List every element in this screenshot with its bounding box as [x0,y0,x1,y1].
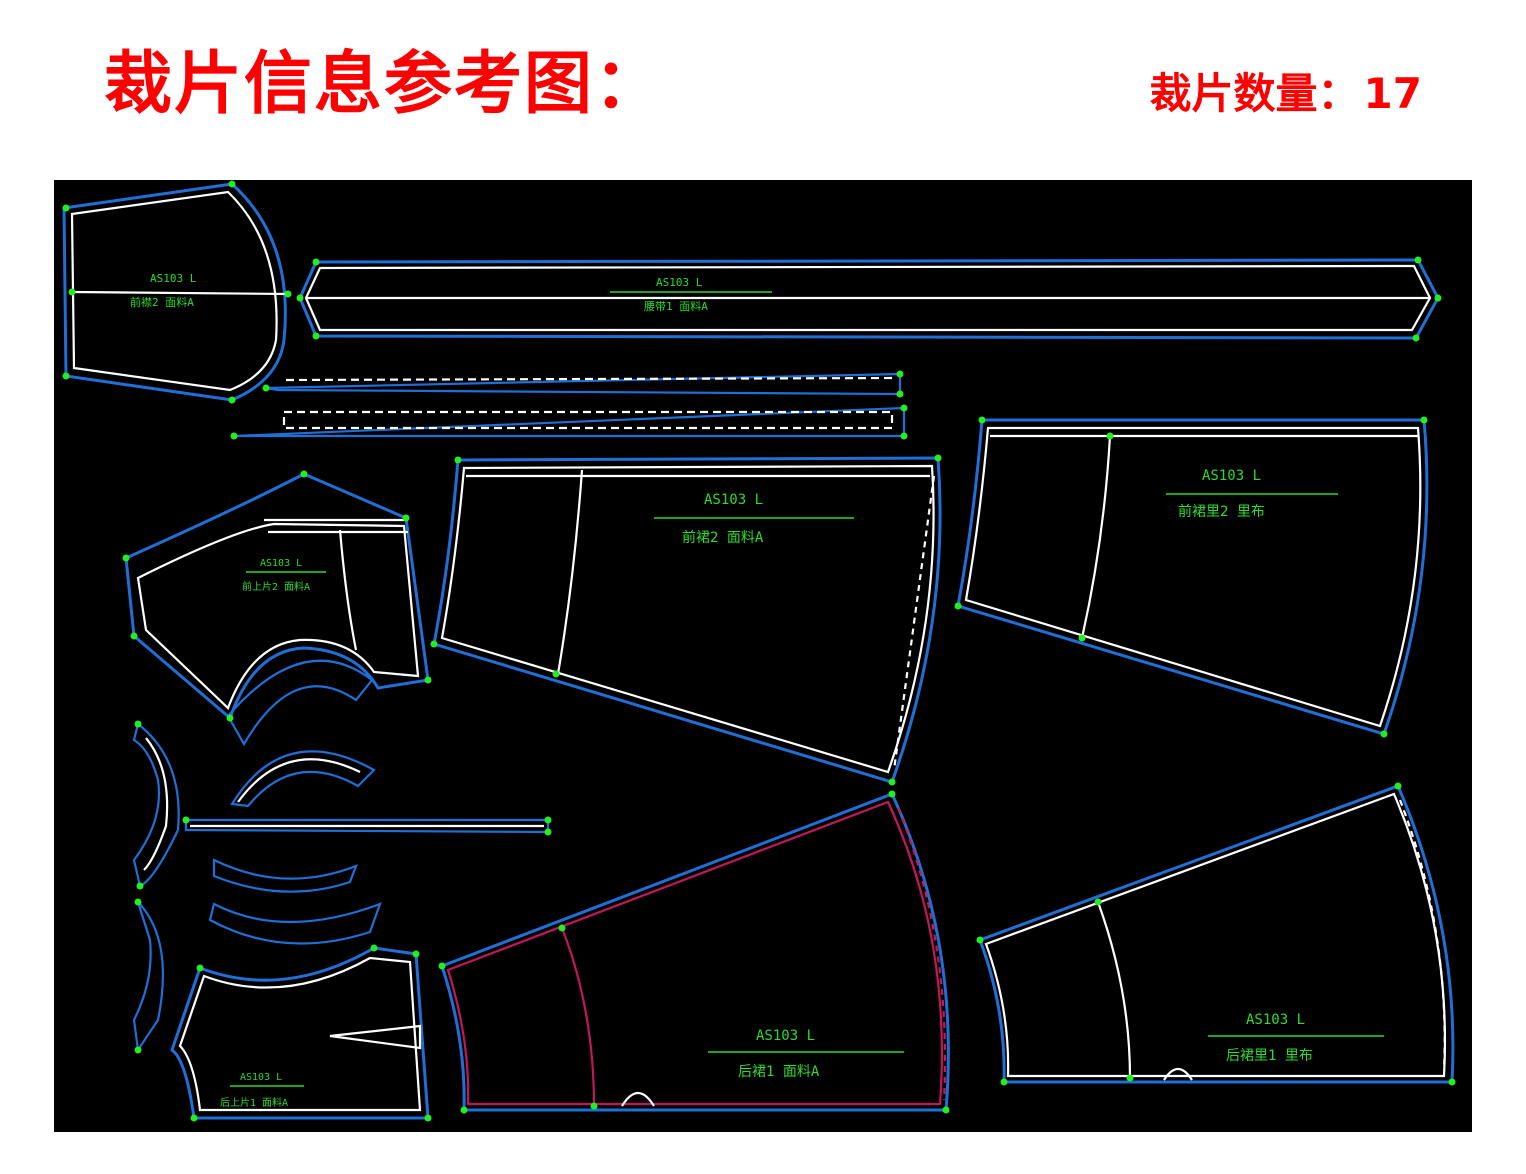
piece-front-lining [956,418,1429,736]
label-front-skirt-name: 前裙2 面料A [682,529,764,546]
label-back-skirt-name: 后裙1 面料A [738,1064,820,1080]
page-title: 裁片信息参考图： [104,45,665,124]
piece-back-upper [170,946,430,1120]
piece-arcs [132,659,550,1054]
label-front-lining-model: AS103 L [1202,468,1261,484]
pattern-drawing: AS103 L 前襟2 面料A AS103 L 腰带1 面料A AS103 L … [62,180,1456,1122]
piece-strips [233,372,906,438]
piece-front-placket [62,182,291,402]
label-front-lining-name: 前裙里2 里布 [1178,503,1265,520]
label-back-skirt-model: AS103 L [756,1028,815,1044]
piece-count: 裁片数量：17 [1150,60,1422,121]
label-back-lining-name: 后裙里1 里布 [1226,1048,1313,1064]
label-front-upper-model: AS103 L [260,558,302,569]
label-waistband-name: 腰带1 面料A [644,299,708,313]
label-back-upper-model: AS103 L [240,1072,282,1083]
label-front-placket-name: 前襟2 面料A [130,295,194,309]
piece-back-lining [978,784,1455,1084]
notch-points [62,180,1456,1122]
piece-front-skirt [432,456,942,784]
pattern-canvas: AS103 L 前襟2 面料A AS103 L 腰带1 面料A AS103 L … [54,180,1472,1132]
label-front-skirt-model: AS103 L [704,492,763,508]
label-waistband-model: AS103 L [656,276,703,289]
label-front-placket-model: AS103 L [150,272,197,285]
label-front-upper-name: 前上片2 面料A [242,580,310,593]
piece-waistband [298,258,1440,340]
piece-count-label: 裁片数量： [1149,69,1360,118]
piece-back-skirt [440,792,950,1112]
piece-count-value: 17 [1363,69,1422,118]
label-back-lining-model: AS103 L [1246,1012,1305,1028]
label-back-upper-name: 后上片1 面料A [220,1096,288,1109]
piece-front-upper [124,472,430,721]
